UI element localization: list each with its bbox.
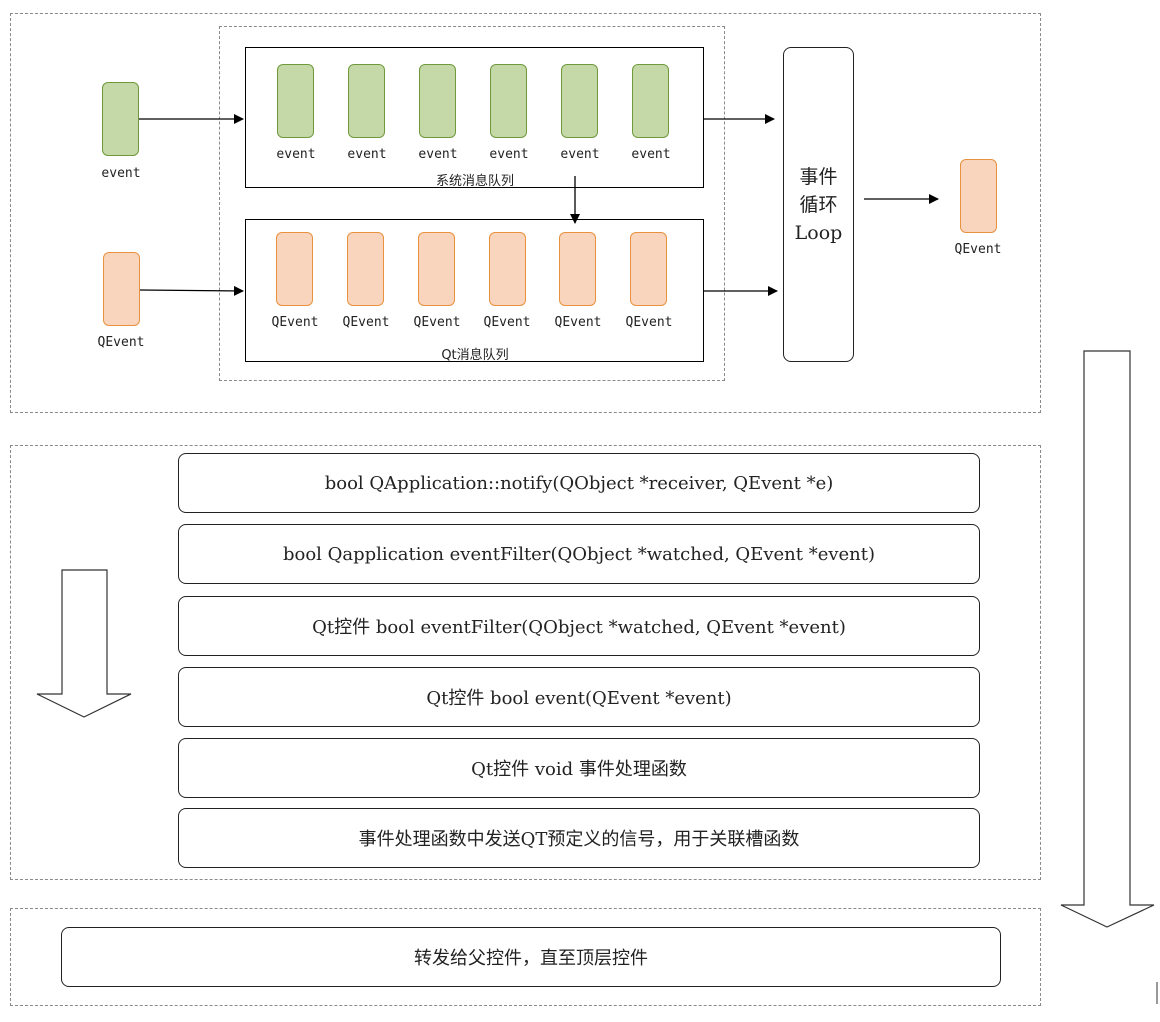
incoming-qevent (103, 252, 140, 326)
qt-queue-qevent-label: QEvent (625, 315, 673, 330)
pipeline-step-app-event-filter: bool Qapplication eventFilter(QObject *w… (178, 524, 980, 584)
system-queue-event (561, 64, 598, 138)
system-queue-event (277, 64, 314, 138)
qt-queue-title: Qt消息队列 (441, 348, 509, 363)
qt-queue-qevent (347, 232, 384, 306)
dispatch-section-frame (10, 445, 1041, 880)
system-queue-event (632, 64, 669, 138)
system-queue-title: 系统消息队列 (435, 174, 514, 189)
queue-section-frame (10, 13, 1041, 413)
qt-queue-qevent-label: QEvent (554, 315, 602, 330)
qt-queue-qevent-label: QEvent (271, 315, 319, 330)
pipeline-step-event-handler: Qt控件 void 事件处理函数 (178, 738, 980, 798)
qt-message-queue (245, 219, 704, 362)
output-qevent (960, 159, 997, 233)
event-loop-line3: Loop (794, 221, 843, 244)
system-queue-event-label: event (560, 147, 600, 162)
event-loop-box: 事件 循环 Loop (783, 47, 854, 362)
dispatch-order-down-arrow (36, 569, 132, 718)
pipeline-step-widget-event-filter: Qt控件 bool eventFilter(QObject *watched, … (178, 596, 980, 656)
overall-flow-down-arrow (1060, 350, 1155, 928)
system-message-queue (245, 47, 704, 188)
system-queue-event (490, 64, 527, 138)
system-queue-event-label: event (276, 147, 316, 162)
event-loop-line1: 事件 (799, 165, 838, 188)
pipeline-step-emit-signal: 事件处理函数中发送QT预定义的信号，用于关联槽函数 (178, 808, 980, 868)
arrow-qevent-to-qt-queue (139, 285, 244, 296)
queues-group-frame (219, 26, 725, 381)
qt-queue-qevent (630, 232, 667, 306)
qt-queue-qevent (489, 232, 526, 306)
incoming-system-event (102, 82, 139, 156)
system-queue-event-label: event (489, 147, 529, 162)
system-queue-event (348, 64, 385, 138)
incoming-system-event-label: event (101, 166, 141, 181)
pipeline-step-notify: bool QApplication::notify(QObject *recei… (178, 453, 980, 513)
system-queue-event-label: event (347, 147, 387, 162)
qt-queue-qevent (276, 232, 313, 306)
incoming-qevent-label: QEvent (97, 335, 145, 350)
forward-section-frame (10, 908, 1041, 1006)
qt-queue-qevent (559, 232, 596, 306)
qt-queue-qevent-label: QEvent (413, 315, 461, 330)
qt-queue-qevent-label: QEvent (483, 315, 531, 330)
system-queue-event-label: event (418, 147, 458, 162)
event-loop-line2: 循环 (799, 193, 838, 216)
system-queue-event-label: event (631, 147, 671, 162)
qt-queue-qevent (418, 232, 455, 306)
output-qevent-label: QEvent (954, 242, 1002, 257)
pipeline-step-widget-event: Qt控件 bool event(QEvent *event) (178, 667, 980, 727)
qt-queue-qevent-label: QEvent (342, 315, 390, 330)
system-queue-event (419, 64, 456, 138)
forward-to-parent-box: 转发给父控件，直至顶层控件 (61, 927, 1001, 987)
